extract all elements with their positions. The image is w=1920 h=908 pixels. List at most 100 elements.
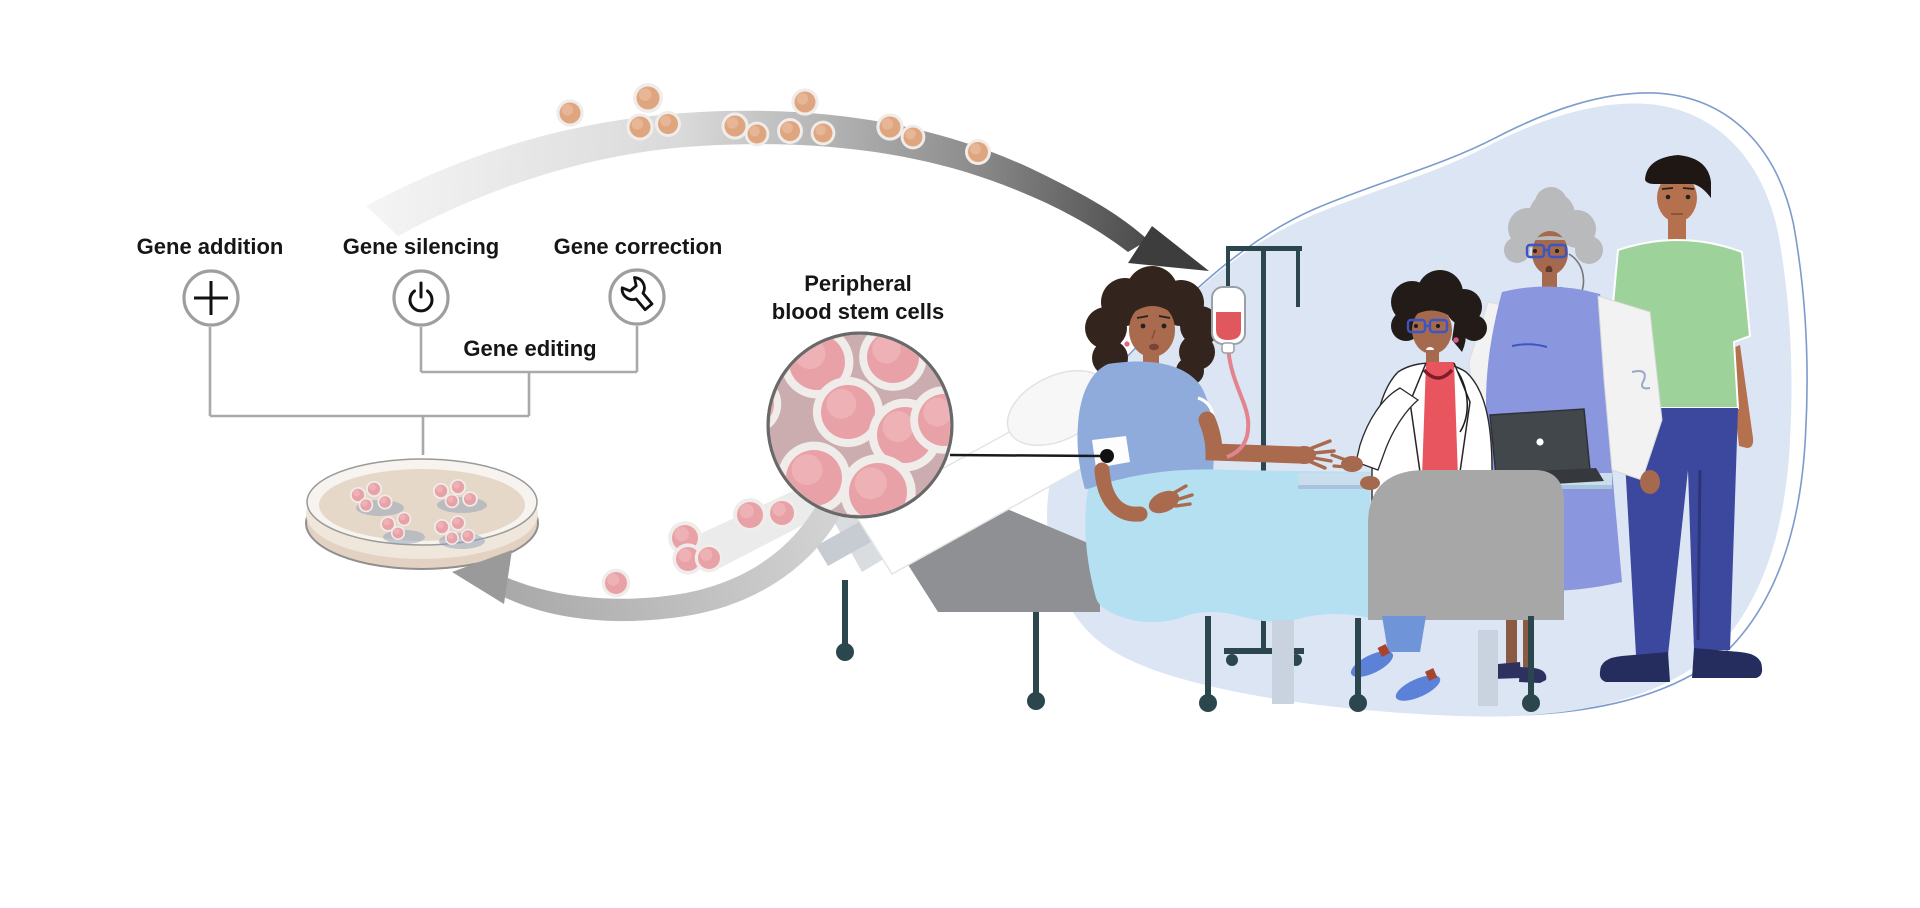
harvest-swoosh [452, 482, 852, 622]
bed-wheel [1349, 694, 1367, 712]
patient-nose [1151, 329, 1156, 340]
swoosh-arrowhead [452, 550, 512, 604]
bed-wheel [836, 643, 854, 661]
hospital-scene [810, 92, 1808, 717]
elderly-woman-fringe [1529, 236, 1571, 240]
gene-addition-label: Gene addition [137, 234, 284, 259]
tan-cell [965, 139, 991, 165]
elderly-woman-leg [1506, 588, 1517, 666]
elderly-woman-eye [1533, 249, 1537, 253]
power-icon [408, 289, 434, 313]
bed-leg [1528, 616, 1534, 696]
patient-eye [1140, 323, 1146, 329]
shoe-heel [1377, 644, 1390, 657]
arc-band [366, 110, 1148, 252]
patient-left-fingers [1170, 484, 1194, 508]
bed-legs [836, 580, 1540, 712]
iv-pole-wheel [1226, 654, 1238, 666]
doctor-eye [1414, 324, 1418, 328]
tan-cell [626, 113, 654, 141]
patient-left-hand [1148, 490, 1180, 514]
pink-cell [358, 497, 374, 513]
magnifier-ring [766, 331, 954, 519]
iv-pole-crossbar [1226, 246, 1302, 251]
pink-cell [601, 568, 631, 598]
doctor-hand [1360, 476, 1380, 490]
doctor-shoe [1395, 675, 1441, 701]
iv-pole-hook-left [1226, 251, 1230, 289]
stem-cell-magnified-view: Peripheral blood stem cells [766, 271, 1114, 519]
elderly-woman-hand [1640, 470, 1660, 494]
man-eye [1665, 194, 1671, 200]
infusion-arc-arrow [366, 83, 1209, 271]
tan-cell [744, 121, 770, 147]
pink-cell [377, 494, 393, 510]
gene-silencing-icon-group [392, 269, 450, 327]
patient-mouth [1149, 343, 1159, 351]
petri-dish [305, 458, 539, 570]
pink-cell [396, 511, 412, 527]
doctor-jeans [1382, 616, 1426, 652]
tan-cell [556, 99, 584, 127]
shoe-heel [1424, 668, 1438, 681]
gene-addition-icon-group [182, 269, 240, 327]
gene-correction-label: Gene correction [554, 234, 723, 259]
tan-cell [655, 111, 681, 137]
pointer-dot [1100, 449, 1114, 463]
tan-cell [777, 118, 803, 144]
wrench-icon [620, 276, 654, 312]
pink-cell [694, 543, 724, 573]
man-eye [1685, 194, 1691, 200]
tan-cell [810, 120, 836, 146]
tan-cell [633, 83, 663, 113]
pink-cell [766, 497, 798, 529]
dress-detail [1511, 343, 1548, 348]
pink-cell [449, 478, 467, 496]
doctor-shoe [1350, 651, 1394, 677]
gene-therapy-options: Gene addition Gene silencing Gene correc… [137, 234, 723, 455]
man-brows [1661, 187, 1695, 190]
pointer-line [949, 453, 1103, 458]
dish-cell-colonies [349, 478, 487, 549]
dish-agar [319, 469, 525, 541]
swoosh-band [502, 482, 852, 622]
patient-right-forearm [1198, 411, 1307, 464]
patient-eye [1161, 323, 1167, 329]
peripheral-label-line2: blood stem cells [772, 299, 944, 324]
doctor-face [1412, 306, 1452, 354]
connector-lines [208, 326, 639, 455]
sleeve-squiggle [1631, 370, 1651, 390]
man-shoe [1692, 648, 1763, 678]
pink-cell [444, 493, 460, 509]
bed-wheel [1522, 694, 1540, 712]
patient-fringe [1129, 299, 1176, 316]
plus-icon [194, 281, 228, 315]
stethoscope [1457, 371, 1468, 433]
pink-cell [450, 515, 466, 531]
pink-cell [390, 525, 406, 541]
iv-bag [1211, 286, 1251, 459]
man-hair [1645, 155, 1711, 198]
patient-earring [1124, 341, 1130, 347]
blanket [1085, 469, 1370, 623]
pink-cell [462, 491, 478, 507]
doctor-eye [1436, 324, 1440, 328]
bed-wheel [1199, 694, 1217, 712]
pink-cell [733, 498, 767, 532]
arc-arrowhead [1128, 226, 1209, 271]
doctor-legs [1350, 616, 1441, 701]
pink-cell [460, 528, 476, 544]
gene-silencing-label: Gene silencing [343, 234, 500, 259]
bed-leg [1355, 618, 1361, 696]
chair [1368, 470, 1564, 620]
patient-brows [1136, 315, 1171, 319]
patient-left-forearm [1094, 462, 1148, 522]
tan-cell [900, 124, 926, 150]
bed-leg [1205, 616, 1211, 696]
doctor-red-top [1422, 362, 1458, 478]
iv-bag-port [1221, 342, 1235, 354]
man-shoe [1599, 652, 1670, 682]
elderly-woman-eye [1555, 249, 1559, 253]
